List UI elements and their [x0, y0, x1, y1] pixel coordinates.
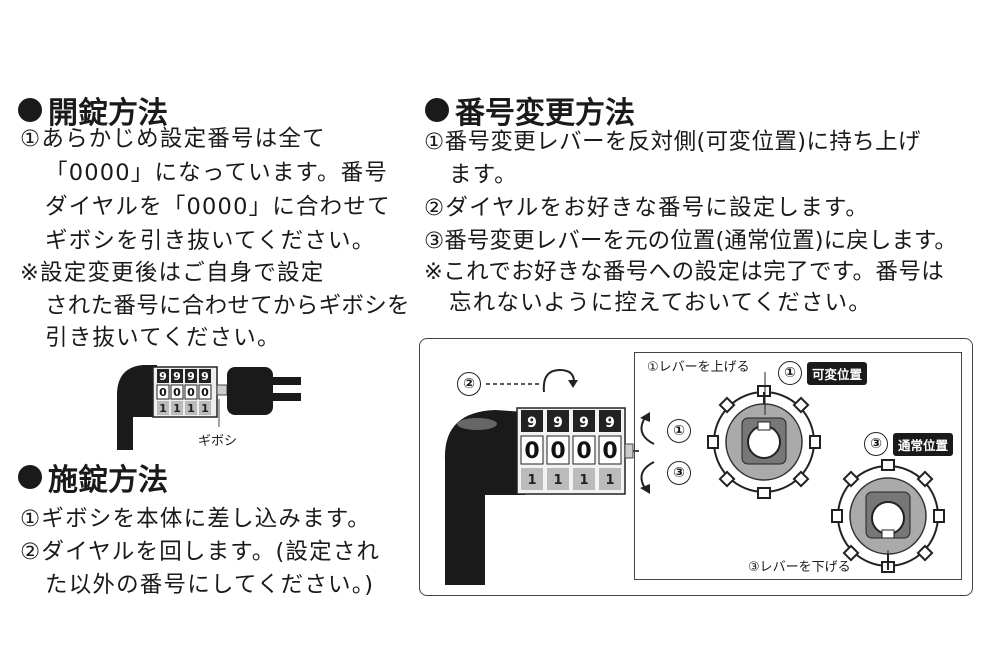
step-1-marker: ① — [667, 419, 691, 443]
diagram-frame — [419, 338, 973, 596]
gibosi-label: ギボシ — [198, 434, 238, 449]
unlock-line-4: ギボシを引き抜いてください。 — [45, 228, 376, 254]
dial-digit: 1 — [527, 473, 536, 488]
change-line-3: ②ダイヤルをお好きな番号に設定します。 — [424, 195, 870, 221]
change-dial-row-2: 0 0 0 0 — [520, 435, 622, 465]
normal-position-label: 通常位置 — [893, 432, 954, 456]
change-note-1: ※これでお好きな番号への設定は完了です。番号は — [424, 259, 945, 285]
dial-digit: 1 — [201, 402, 209, 415]
unlock-dial-row-2: 0 0 0 0 — [156, 384, 212, 400]
dial-digit: 1 — [173, 402, 181, 415]
bullet-icon — [18, 98, 42, 122]
dial-digit: 9 — [605, 415, 615, 431]
unlock-line-3: ダイヤルを「0000」に合わせて — [45, 194, 391, 220]
lever-arrows-icon — [640, 412, 655, 494]
unlock-line-2: 「0000」になっています。番号 — [45, 160, 389, 186]
variable-position-tag: ① 可変位置 — [778, 361, 868, 385]
bullet-icon — [425, 98, 449, 122]
dial-digit: 0 — [187, 386, 195, 399]
change-line-2: ます。 — [449, 162, 518, 188]
lever-detail-frame — [634, 352, 962, 580]
lever-down-caption: ③レバーを下げる — [748, 560, 851, 575]
unlock-line-1: ①あらかじめ設定番号は全て — [20, 126, 326, 152]
change-dial-row-1: 9 9 9 9 — [521, 410, 621, 432]
dial-digit: 0 — [159, 386, 167, 399]
unlock-dial-row-1: 9 9 9 9 — [157, 369, 211, 383]
dial-digit: 9 — [553, 415, 563, 431]
lever-up-caption: ①レバーを上げる — [647, 360, 750, 375]
dial-digit: 0 — [524, 439, 539, 464]
change-line-4: ③番号変更レバーを元の位置(通常位置)に戻します。 — [424, 228, 957, 254]
change-note-2: 忘れないように控えておいてください。 — [449, 290, 873, 316]
change-lock-illustration: 9 9 9 9 0 0 0 0 1 1 1 1 — [444, 407, 639, 585]
dial-digit: 1 — [553, 473, 562, 488]
variable-position-number: ① — [778, 361, 802, 385]
unlock-note-1: ※設定変更後はご自身で設定 — [20, 260, 325, 286]
dial-digit: 1 — [605, 473, 614, 488]
normal-position-gear-illustration — [831, 459, 945, 573]
dial-digit: 9 — [527, 415, 537, 431]
rotate-arrow-icon — [486, 368, 578, 393]
lock-line-3: た以外の番号にしてください。) — [45, 572, 375, 598]
dial-digit: 1 — [187, 402, 195, 415]
bullet-icon — [18, 465, 42, 489]
dial-digit: 1 — [579, 473, 588, 488]
unlock-dial-row-3: 1 1 1 1 — [157, 401, 211, 415]
lock-heading: 施錠方法 — [18, 455, 168, 499]
normal-position-number: ③ — [864, 432, 888, 456]
lock-line-1: ①ギボシを本体に差し込みます。 — [20, 506, 371, 532]
dial-digit: 0 — [550, 439, 565, 464]
change-line-1: ①番号変更レバーを反対側(可変位置)に持ち上げ — [424, 129, 921, 155]
step-3-marker: ③ — [667, 461, 691, 485]
lock-line-2: ②ダイヤルを回します。(設定され — [20, 539, 381, 565]
dial-digit: 9 — [579, 415, 589, 431]
dial-digit: 1 — [159, 402, 167, 415]
unlock-heading: 開錠方法 — [18, 88, 168, 132]
variable-position-gear-illustration — [707, 385, 821, 499]
change-heading: 番号変更方法 — [425, 88, 635, 132]
dial-digit: 9 — [173, 370, 181, 383]
unlock-note-2: された番号に合わせてからギボシを — [45, 293, 410, 319]
dial-digit: 0 — [576, 439, 591, 464]
dial-digit: 0 — [173, 386, 181, 399]
dial-digit: 0 — [602, 439, 617, 464]
variable-position-label: 可変位置 — [807, 361, 868, 385]
unlock-lock-illustration: 9 9 9 9 0 0 0 0 1 1 1 1 — [117, 365, 301, 450]
dial-digit: 0 — [201, 386, 209, 399]
change-dial-row-3: 1 1 1 1 — [521, 468, 621, 490]
dial-digit: 9 — [159, 370, 167, 383]
dial-digit: 9 — [187, 370, 195, 383]
normal-position-tag: ③ 通常位置 — [864, 432, 954, 456]
step-2-marker: ② — [457, 372, 481, 396]
dial-digit: 9 — [201, 370, 209, 383]
unlock-note-3: 引き抜いてください。 — [45, 325, 281, 351]
